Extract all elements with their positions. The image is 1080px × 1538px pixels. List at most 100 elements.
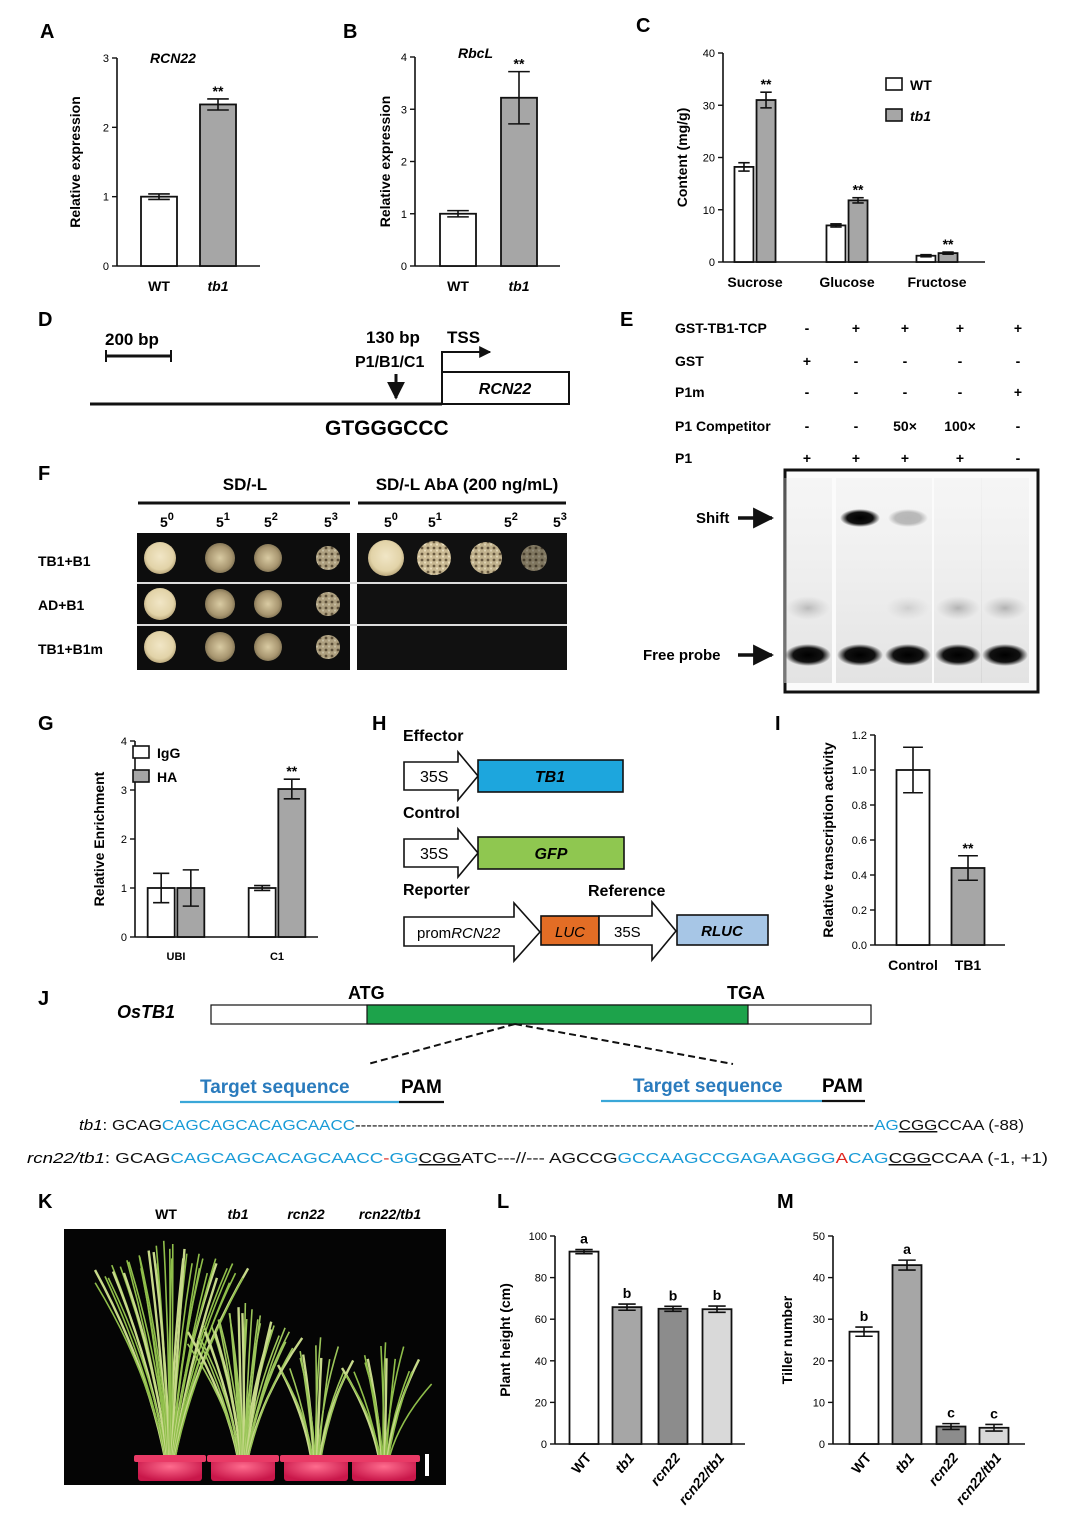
y-tick-label: 30 [813,1314,825,1326]
dilution-label: 51 [428,511,442,530]
x-tick-label: WT [148,278,170,294]
y-tick-label: 20 [703,153,715,165]
bar [247,887,277,938]
emsa-condition: - [805,320,810,336]
emsa-condition: + [956,450,964,466]
shift-band [840,509,880,527]
scale-bar-label: 200 bp [105,330,159,349]
emsa-condition: - [1016,353,1021,369]
y-tick-label: 0.4 [852,870,867,882]
y-tick-label: 0 [121,932,127,944]
y-axis-label: Relative Enrichment [91,771,107,906]
x-tick-label: Glucose [819,274,874,290]
x-tick-label: Control [888,957,938,973]
significance-label: ** [514,56,525,72]
pam-label-2: PAM [822,1076,863,1097]
target-sequence-label-1: Target sequence [200,1077,350,1098]
significance-label: b [669,1287,678,1303]
legend-label: HA [157,769,177,785]
significance-label: a [903,1241,911,1257]
x-tick-label: tb1 [892,1449,918,1476]
ostb1-gene-label: OsTB1 [117,1002,175,1022]
legend-swatch [885,108,903,122]
pot-rim [348,1455,420,1462]
legend-label: tb1 [910,108,931,124]
control-label: Control [403,805,460,822]
emsa-condition: + [852,450,860,466]
bar [755,99,777,263]
panel-label-i: I [775,713,781,735]
yeast-spot [205,543,235,573]
y-tick-label: 1.2 [852,730,867,742]
reference-label: Reference [588,883,665,900]
y-tick-label: 100 [529,1231,547,1243]
y-axis-label: Relative expression [377,96,393,228]
bar [568,1250,600,1445]
gel-smear [886,596,930,620]
y-tick-label: 20 [813,1356,825,1368]
panel-label-l: L [497,1191,509,1213]
bar [199,103,237,267]
y-tick-label: 0 [103,261,109,273]
emsa-condition: - [958,384,963,400]
emsa-condition: + [1014,320,1022,336]
free-probe-label: Free probe [643,647,721,664]
emsa-row-label: GST-TB1-TCP [675,320,767,336]
bar [825,224,847,263]
emsa-condition: + [1014,384,1022,400]
condition-sd-l-aba: SD/-L AbA (200 ng/mL) [376,475,559,494]
x-tick-label: rcn22 [647,1449,683,1488]
ostb1-cds [366,1004,749,1025]
emsa-row-label: P1m [675,384,705,400]
y-tick-label: 2 [401,157,407,169]
x-tick-label: C1 [270,951,284,963]
genotype-label: rcn22 [287,1206,325,1222]
legend-label: WT [910,77,932,93]
bar [611,1306,643,1445]
y-axis-label: Content (mg/g) [674,108,690,208]
y-tick-label: 20 [535,1397,547,1409]
x-tick-label: WT [848,1449,875,1476]
x-tick-label: Sucrose [727,274,782,290]
y-tick-label: 0.6 [852,835,867,847]
bar [848,1330,880,1445]
free-probe-band [935,644,981,666]
panel-e-emsa: Shift Free probe GST-TB1-TCP-++++GST+---… [643,320,1040,694]
free-probe-band [982,644,1028,666]
tss-arrow [441,346,492,372]
panel-j-crispr-alleles: OsTB1 ATG TGA Target sequence PAM Target… [27,983,1048,1167]
panel-label-h: H [372,713,386,735]
bar [733,166,755,263]
distance-label: 130 bp [366,328,420,347]
yeast-spot [254,544,282,572]
emsa-condition: - [903,353,908,369]
rcn22-gene-box [441,371,570,405]
bar [891,1264,923,1445]
panel-label-e: E [620,309,633,331]
legend-swatch [132,769,150,783]
emsa-condition: - [1016,418,1021,434]
pot-rim [207,1455,279,1462]
rice-plant [340,1342,433,1464]
genotype-label: tb1 [228,1206,249,1222]
pot-rim [134,1455,206,1462]
effector-label: Effector [403,728,463,745]
significance-label: ** [761,76,772,92]
dilution-label: 53 [553,511,567,530]
y-tick-label: 4 [121,736,127,748]
y-tick-label: 1 [121,883,127,895]
x-tick-label: UBI [167,951,186,963]
panel-label-a: A [40,21,54,43]
dilution-label: 50 [384,511,398,530]
plant-pot [211,1457,275,1481]
emsa-condition: + [803,450,811,466]
yeast-spot [521,545,547,571]
y-tick-label: 40 [813,1273,825,1285]
